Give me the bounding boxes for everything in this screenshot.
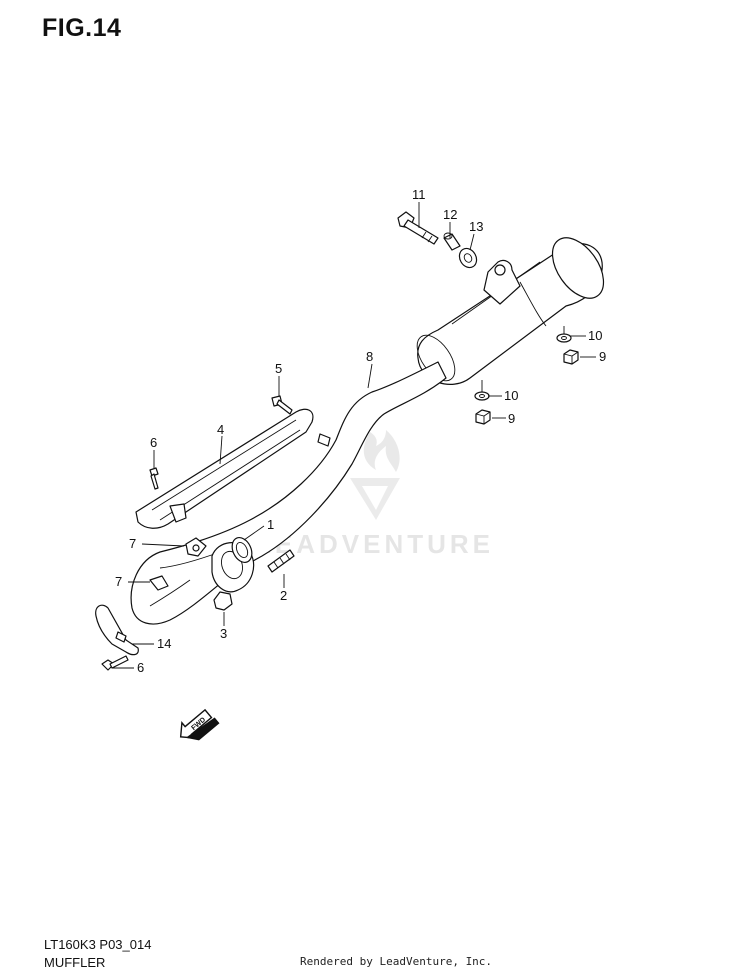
callout-5: 5 — [275, 361, 282, 376]
render-credit: Rendered by LeadVenture, Inc. — [300, 955, 493, 968]
callout-labels: 11 12 13 8 10 9 10 9 5 4 6 7 7 1 2 3 14 … — [115, 187, 606, 675]
nut-9-lower — [475, 409, 491, 425]
bolt-6-upper — [149, 467, 159, 490]
callout-4: 4 — [217, 422, 224, 437]
callout-14: 14 — [157, 636, 171, 651]
bolt-5 — [271, 395, 293, 415]
callout-3: 3 — [220, 626, 227, 641]
heat-shield — [135, 408, 331, 529]
muffler-canister — [416, 237, 605, 385]
grommet — [458, 247, 478, 269]
gasket — [231, 537, 253, 563]
mounting-bolt — [397, 211, 439, 245]
stud-bolt — [267, 549, 295, 573]
callout-1: 1 — [267, 517, 274, 532]
fwd-arrow: FWD — [179, 708, 220, 741]
callout-7-upper: 7 — [129, 536, 136, 551]
callout-6-lower: 6 — [137, 660, 144, 675]
collar — [443, 232, 461, 251]
callout-12: 12 — [443, 207, 457, 222]
model-code: LT160K3 P03_014 — [44, 937, 152, 952]
figure-title: FIG.14 — [42, 14, 122, 42]
callout-2: 2 — [280, 588, 287, 603]
callout-10-right: 10 — [588, 328, 602, 343]
callout-9-right: 9 — [599, 349, 606, 364]
washer-10-lower — [474, 391, 490, 401]
watermark-text: LEADVENTURE — [255, 529, 494, 559]
section-name: MUFFLER — [44, 955, 106, 970]
callout-13: 13 — [469, 219, 483, 234]
callout-11: 11 — [412, 187, 426, 202]
nut-9-right — [563, 349, 579, 365]
callout-6-upper: 6 — [150, 435, 157, 450]
guard-bracket — [95, 604, 139, 656]
bolt-6-lower — [101, 655, 129, 671]
callout-10-lower: 10 — [504, 388, 518, 403]
leadventure-watermark: LEADVENTURE — [255, 430, 494, 559]
leader-lines — [112, 202, 596, 669]
washer-10-right — [556, 333, 572, 343]
flange-nut — [213, 591, 233, 611]
callout-9-lower: 9 — [508, 411, 515, 426]
callout-8: 8 — [366, 349, 373, 364]
pipe-clamp-lower — [149, 575, 169, 591]
callout-7-lower: 7 — [115, 574, 122, 589]
pipe-clamp-upper — [185, 537, 207, 557]
